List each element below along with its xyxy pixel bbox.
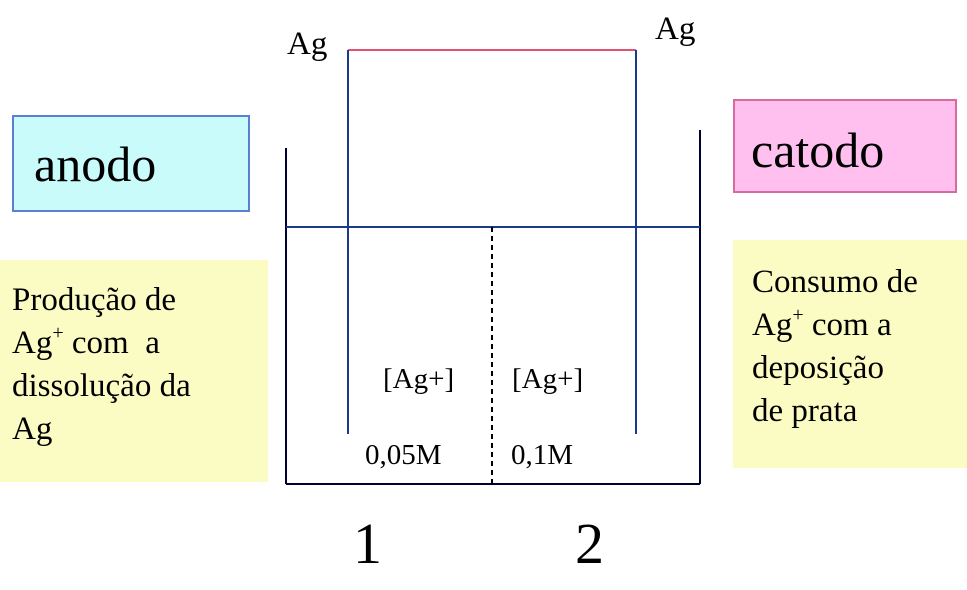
anode-box: anodo xyxy=(12,115,250,212)
note-line: deposição xyxy=(752,350,884,386)
note-line: de prata xyxy=(752,393,858,429)
anode-label: anodo xyxy=(34,136,157,192)
compartment-1-number: 1 xyxy=(353,511,382,576)
note-line: Ag xyxy=(12,411,53,447)
cathode-reaction-note: Consumo de Ag+ com a deposição de prata xyxy=(733,240,967,468)
cathode-label: catodo xyxy=(751,122,885,178)
note-line: Consumo de xyxy=(752,264,918,300)
cathode-box: catodo xyxy=(733,99,957,193)
anode-reaction-text: Produção de Ag+ com a dissolução da Ag xyxy=(12,279,191,451)
anode-reaction-note: Produção de Ag+ com a dissolução da Ag xyxy=(0,260,268,482)
note-line: Ag+ com a xyxy=(752,304,892,343)
compartment-2-ion-label: [Ag+] xyxy=(512,363,584,395)
compartment-1-ion-label: [Ag+] xyxy=(383,363,455,395)
right-electrode-label: Ag xyxy=(655,11,696,47)
note-line: Produção de xyxy=(12,282,177,318)
compartment-1-concentration: 0,05M xyxy=(365,439,442,471)
note-line: dissolução da xyxy=(12,368,191,404)
left-electrode-label: Ag xyxy=(287,26,328,62)
cathode-reaction-text: Consumo de Ag+ com a deposição de prata xyxy=(752,261,918,433)
compartment-2-number: 2 xyxy=(575,511,604,576)
note-line: Ag+ com a xyxy=(12,322,160,361)
compartment-2-concentration: 0,1M xyxy=(511,439,574,471)
